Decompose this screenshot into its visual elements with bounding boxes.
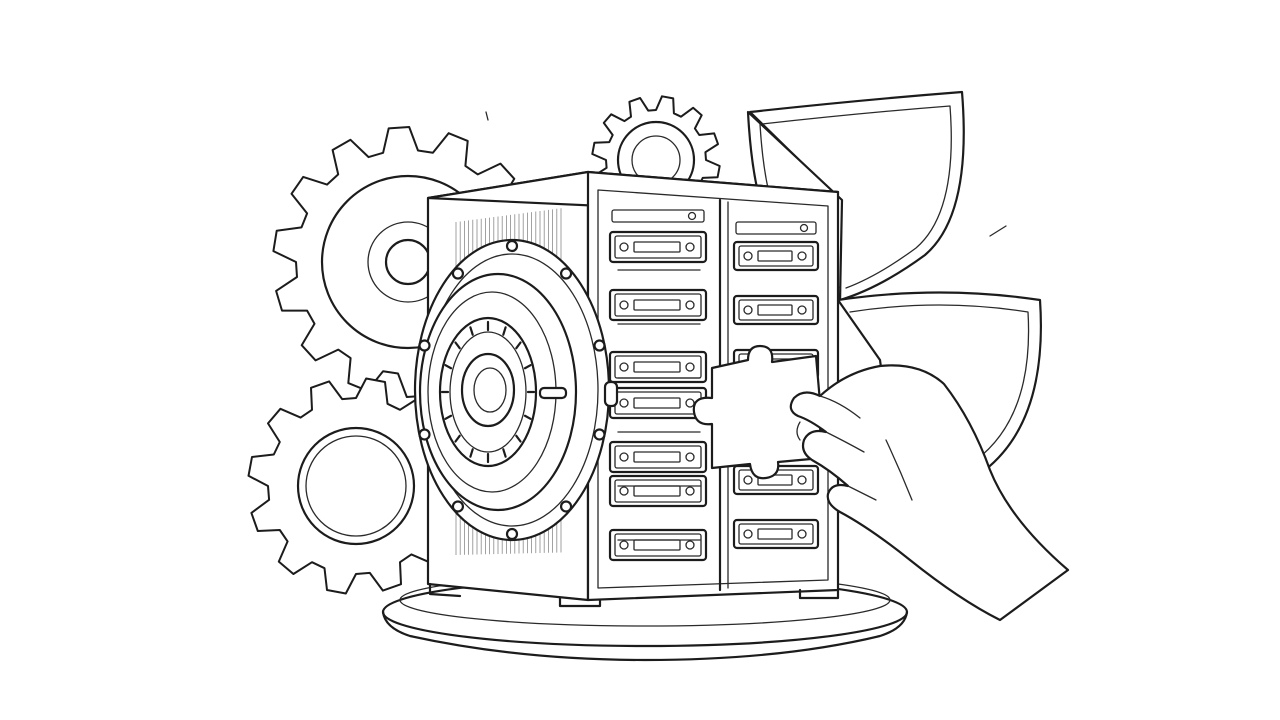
hand-icon xyxy=(789,364,1070,622)
gear-icon-left-lower xyxy=(247,377,465,595)
sketch-marks xyxy=(485,111,1007,237)
vault-dial-icon xyxy=(413,238,619,542)
